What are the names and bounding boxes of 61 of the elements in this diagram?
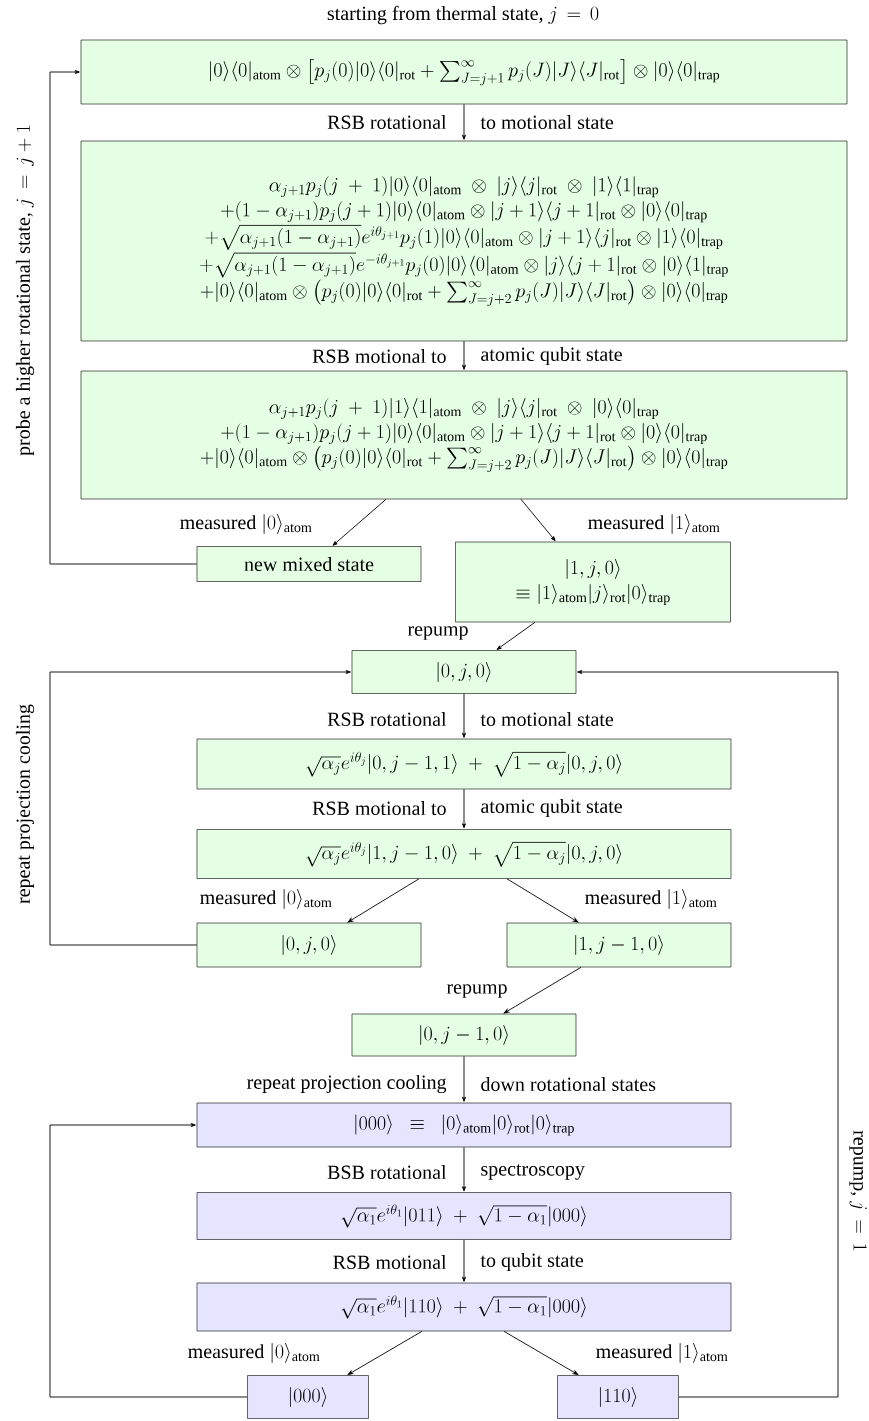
arrow bbox=[332, 498, 387, 546]
arrow bbox=[347, 1330, 423, 1375]
state-box: $\text{new mixed state}$ bbox=[196, 546, 422, 582]
step-label: to qubit state bbox=[480, 1252, 584, 1272]
state-box: $\alpha_{j+1}p_j(j\ +\ 1)|1\rangle\langle 1|_{\rm atom}\ \otimes\ |j\rangle\langle j|_{\rm rot}\ \otimes\ |0\rangle\langle 0|_{\rm trap}$ $+(1-\alpha_{j+1})p_j(j+1)|0\rangle\langle 0|_{\rm atom}\otimes|j+1\rangle\langle j+1|_{\rm rot}\otimes|0\rangle\langle 0|_{\rm trap}$ $+|0\rangle\langle 0|_{\rm atom}\otimes\left(p_j(0)|0\rangle\langle 0|_{\rm rot}+\sum_{J=j+2}^{\infty}p_j(J)|J\rangle\langle J|_{\rm rot}\right)\otimes|0\rangle\langle 0|_{\rm trap}$ bbox=[80, 370, 848, 500]
step-label: to motional state bbox=[480, 711, 614, 727]
arrow bbox=[506, 878, 579, 923]
arrow bbox=[503, 966, 582, 1014]
step-label: RSB rotational bbox=[327, 711, 447, 727]
step-label: RSB motional to bbox=[312, 348, 446, 364]
state-box: $|000\rangle\ \ \equiv\ \ |0\rangle_{\rm atom}|0\rangle_{\rm rot}|0\rangle_{\rm trap}$ bbox=[196, 1102, 732, 1148]
arrow bbox=[462, 1239, 466, 1282]
arrow bbox=[462, 788, 466, 829]
edge-label: $\text{repump, } j\,=\,1$ bbox=[848, 1129, 868, 1253]
edge-label: $\text{measured }|0\rangle_{\rm atom}$ bbox=[186, 1342, 322, 1364]
edge-label: $\text{measured }|1\rangle_{\rm atom}$ bbox=[594, 1342, 730, 1364]
state-box: $|000\rangle$ bbox=[247, 1375, 369, 1419]
step-label: RSB rotational bbox=[327, 114, 447, 130]
step-label: spectroscopy bbox=[481, 1164, 585, 1180]
edge-label: $\text{measured }|0\rangle_{\rm atom}$ bbox=[178, 513, 314, 535]
arrow bbox=[496, 621, 536, 650]
step-label: to motional state bbox=[480, 114, 614, 130]
state-box: $|1,j,0\rangle$ $\equiv|1\rangle_{\rm atom}|j\rangle_{\rm rot}|0\rangle_{\rm trap}$ bbox=[455, 541, 731, 623]
state-box: $|0,j,0\rangle$ bbox=[196, 922, 422, 968]
edge-label: $\text{measured }|1\rangle_{\rm atom}$ bbox=[586, 513, 722, 535]
step-label: RSB motional to bbox=[312, 800, 446, 816]
step-label: BSB rotational bbox=[327, 1164, 447, 1180]
state-box: $\alpha_{j+1}p_j(j\ +\ 1)|0\rangle\langle 0|_{\rm atom}\ \otimes\ |j\rangle\langle j|_{\rm rot}\ \otimes\ |1\rangle\langle 1|_{\rm trap}$ $+(1-\alpha_{j+1})p_j(j+1)|0\rangle\langle 0|_{\rm atom}\otimes|j+1\rangle\langle j+1|_{\rm rot}\otimes|0\rangle\langle 0|_{\rm trap}$ $+\sqrt{\alpha_{j+1}(1-\alpha_{j+1})}e^{i\theta_{j+1}}p_j(1)|0\rangle\langle 0|_{\rm atom}\otimes|j+1\rangle\langle j|_{\rm rot}\otimes|1\rangle\langle 0|_{\rm trap}$ $+\sqrt{\alpha_{j+1}(1-\alpha_{j+1})}e^{-i\theta_{j+1}}p_j(0)|0\rangle\langle 0|_{\rm atom}\otimes|j\rangle\langle j+1|_{\rm rot}\otimes|0\rangle\langle 1|_{\rm trap}$ $+|0\rangle\langle 0|_{\rm atom}\otimes\left(p_j(0)|0\rangle\langle 0|_{\rm rot}+\sum_{J=j+2}^{\infty}p_j(J)|J\rangle\langle J|_{\rm rot}\right)\otimes|0\rangle\langle 0|_{\rm trap}$ bbox=[80, 140, 848, 342]
arrow bbox=[462, 103, 466, 140]
arrow bbox=[462, 1146, 466, 1192]
edge-label: $\text{repump}$ bbox=[406, 625, 470, 641]
step-label: repeat projection cooling bbox=[247, 1074, 447, 1094]
state-box: $\sqrt{\alpha_j}e^{i\theta_j}|0,j-1,1\rangle\ +\ \sqrt{1-\alpha_j}|0,j,0\rangle$ bbox=[196, 738, 732, 790]
edge-label: $\text{measured }|1\rangle_{\rm atom}$ bbox=[583, 888, 719, 910]
state-box: $|0\rangle\langle 0|_{\rm atom}\otimes\left[p_j(0)|0\rangle\langle 0|_{\rm rot}+\sum_{J=j+1}^{\infty}p_j(J)|J\rangle\langle J|_{\rm rot}\right]\otimes|0\rangle\langle 0|_{\rm trap}$ bbox=[80, 39, 848, 105]
edge-label: $\text{repeat projection cooling}$ bbox=[14, 703, 36, 905]
title: $\text{starting from thermal state, } j\,=\,0$ bbox=[327, 5, 599, 25]
state-box: $\sqrt{\alpha_1}e^{i\theta_1}|110\rangle\ +\ \sqrt{1-\alpha_1}|000\rangle$ bbox=[196, 1282, 732, 1332]
state-box: $|1,j-1,0\rangle$ bbox=[506, 922, 732, 968]
arrow bbox=[503, 1330, 579, 1375]
step-label: atomic qubit state bbox=[481, 798, 622, 818]
arrow bbox=[462, 340, 466, 370]
arrow bbox=[520, 498, 556, 542]
arrow bbox=[462, 693, 466, 738]
edge-label: $\text{repump}$ bbox=[445, 983, 509, 999]
state-box: $\sqrt{\alpha_1}e^{i\theta_1}|011\rangle\ +\ \sqrt{1-\alpha_1}|000\rangle$ bbox=[196, 1192, 732, 1240]
edge-label: $\text{probe a higher rotational state, } j\,=\,j+1$ bbox=[14, 123, 36, 457]
arrow bbox=[462, 1055, 466, 1102]
state-box: $\sqrt{\alpha_j}e^{i\theta_j}|1,j-1,0\rangle\ +\ \sqrt{1-\alpha_j}|0,j,0\rangle$ bbox=[196, 829, 732, 879]
arrow bbox=[347, 878, 420, 923]
arrow bbox=[49, 1123, 248, 1398]
arrow bbox=[49, 70, 198, 565]
state-box: $|0,j-1,0\rangle$ bbox=[351, 1013, 577, 1057]
edge-label: $\text{measured }|0\rangle_{\rm atom}$ bbox=[198, 888, 334, 910]
state-box: $|110\rangle$ bbox=[557, 1375, 679, 1419]
step-label: down rotational states bbox=[481, 1076, 656, 1092]
step-label: RSB motional bbox=[333, 1254, 447, 1270]
step-label: atomic qubit state bbox=[481, 346, 622, 366]
state-box: $|0,j,0\rangle$ bbox=[351, 650, 577, 694]
arrow bbox=[577, 670, 839, 1398]
arrow bbox=[49, 670, 351, 946]
